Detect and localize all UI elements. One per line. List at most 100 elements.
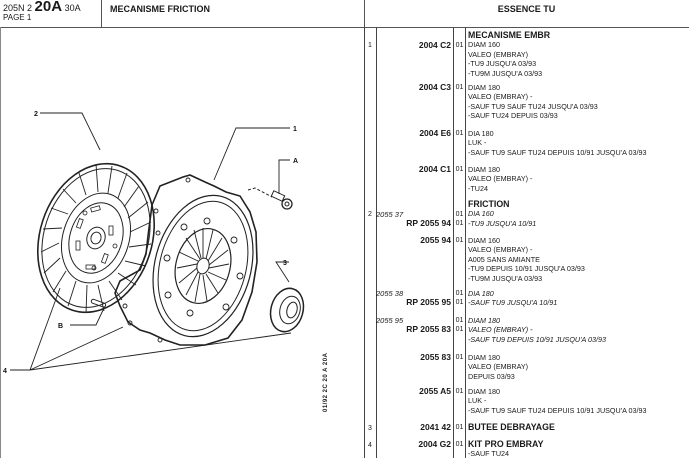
model-group: 20A xyxy=(34,0,63,15)
part-reference: 2004 C3 xyxy=(418,82,451,92)
section-title: MECANISME FRICTION xyxy=(110,4,210,14)
pressure-plate xyxy=(114,174,258,346)
label-3: 3 xyxy=(283,260,287,267)
description-line: A005 SANS AMIANTE xyxy=(468,254,540,264)
item-number: 2 xyxy=(368,211,372,218)
old-part-reference: 2055 38 xyxy=(376,289,404,298)
description-line: DIAM 160 xyxy=(468,40,500,50)
description-line: VALEO (EMBRAY) - xyxy=(468,174,533,184)
description-line: -SAUF TU24 xyxy=(468,449,510,459)
quantity: 01 xyxy=(455,317,464,324)
drawing-reference: 01/92 2C 20 A 20A xyxy=(323,352,329,412)
description-line: VALEO (EMBRAY) - xyxy=(468,92,533,102)
pin xyxy=(90,298,107,308)
part-heading: FRICTION xyxy=(468,199,510,209)
description-line: VALEO (EMBRAY) - xyxy=(468,325,533,335)
quantity: 01 xyxy=(455,42,464,49)
quantity: 01 xyxy=(455,441,464,448)
description-line: DIA 180 xyxy=(468,129,494,138)
bolt xyxy=(247,187,293,210)
column-rule xyxy=(364,27,365,458)
exploded-diagram: 2 1 A 3 B 4 xyxy=(3,111,305,375)
item-number: 1 xyxy=(368,42,372,49)
description-line: DIAM 180 xyxy=(468,83,500,92)
item-number: 4 xyxy=(368,442,372,449)
old-part-reference: 2055 95 xyxy=(376,316,404,325)
release-bearing xyxy=(269,287,305,333)
parts-table: 1 2004 C2 01 MECANISME EMBR DIAM 160 VAL… xyxy=(364,27,689,458)
part-reference: 2055 83 xyxy=(420,352,451,362)
description-line: -TU24 xyxy=(468,183,488,193)
part-reference: 2004 E6 xyxy=(419,128,451,138)
description-line: -TU9M JUSQU'A 03/93 xyxy=(468,68,543,78)
page-header: 205N 2 20A 30A PAGE 1 MECANISME FRICTION… xyxy=(0,0,689,28)
description-line: -SAUF TU9 SAUF TU24 JUSQU'A 03/93 xyxy=(468,101,598,111)
quantity: 01 xyxy=(455,130,464,137)
description-line: VALEO (EMBRAY) xyxy=(468,49,529,59)
description-line: DIAM 180 xyxy=(468,165,500,174)
description-line: -SAUF TU9 SAUF TU24 DEPUIS 10/91 JUSQU'A… xyxy=(468,147,647,157)
description-line: VALEO (EMBRAY) xyxy=(468,362,529,372)
quantity: 01 xyxy=(455,326,464,334)
quantity: 01 xyxy=(455,237,464,244)
part-heading: MECANISME EMBR xyxy=(468,30,551,40)
item-number: 3 xyxy=(368,425,372,432)
description-line: DEPUIS 03/93 xyxy=(468,371,515,381)
page-border xyxy=(0,27,1,458)
label-4: 4 xyxy=(3,368,7,375)
quantity: 01 xyxy=(455,424,464,431)
description-line: DIAM 180 xyxy=(468,353,500,362)
part-reference: 2055 A5 xyxy=(419,386,451,396)
quantity: 01 xyxy=(455,211,464,218)
quantity: 01 xyxy=(455,388,464,395)
description-line: DIA 160 xyxy=(468,209,494,219)
description-line: DIAM 180 xyxy=(468,387,500,396)
description-line: -TU9M JUSQU'A 03/93 xyxy=(468,273,543,283)
quantity: 01 xyxy=(455,84,464,91)
part-reference: 2055 94 xyxy=(420,235,451,245)
description-line: LUK - xyxy=(468,138,487,148)
description-line: -TU9 JUSQU'A 10/91 xyxy=(468,218,537,228)
quantity: 01 xyxy=(455,299,464,307)
description-line: -SAUF TU9 JUSQU'A 10/91 xyxy=(468,298,558,308)
quantity: 01 xyxy=(455,290,464,297)
description-line: LUK - xyxy=(468,396,487,406)
description-line: -TU9 JUSQU'A 03/93 xyxy=(468,59,537,69)
part-reference: 2004 C1 xyxy=(418,164,451,174)
part-reference: 2004 G2 xyxy=(418,439,451,449)
part-heading: BUTEE DEBRAYAGE xyxy=(468,422,555,432)
model-code: 205N 2 20A 30A PAGE 1 xyxy=(3,0,81,23)
part-reference: RP 2055 83 xyxy=(406,324,451,335)
quantity: 01 xyxy=(455,220,464,228)
part-reference: RP 2055 94 xyxy=(406,218,451,229)
label-2: 2 xyxy=(34,111,38,118)
description-line: -SAUF TU9 SAUF TU24 DEPUIS 10/91 JUSQU'A… xyxy=(468,405,647,415)
model-subgroup: 30A xyxy=(64,3,81,13)
part-reference: 2041 42 xyxy=(420,422,451,432)
header-divider xyxy=(364,0,365,27)
description-line: DIAM 160 xyxy=(468,236,500,245)
engine-title: ESSENCE TU xyxy=(497,4,556,14)
part-heading: KIT PRO EMBRAY xyxy=(468,439,544,449)
description-line: -SAUF TU24 DEPUIS 03/93 xyxy=(468,111,558,121)
page-number: PAGE 1 xyxy=(3,13,32,22)
column-rule xyxy=(465,27,466,458)
old-part-reference: 2055 37 xyxy=(376,210,404,219)
part-reference: RP 2055 95 xyxy=(406,297,451,308)
quantity: 01 xyxy=(455,354,464,361)
description-line: VALEO (EMBRAY) - xyxy=(468,245,533,255)
header-divider xyxy=(101,0,102,27)
description-line: DIA 180 xyxy=(468,289,494,298)
model-prefix: 205N 2 xyxy=(3,3,33,13)
label-1: 1 xyxy=(293,126,297,133)
description-line: -SAUF TU9 DEPUIS 10/91 JUSQU'A 03/93 xyxy=(468,334,606,344)
label-a: A xyxy=(293,158,298,165)
description-line: -TU9 DEPUIS 10/91 JUSQU'A 03/93 xyxy=(468,264,585,274)
quantity: 01 xyxy=(455,166,464,173)
clutch-disc xyxy=(36,162,156,314)
column-rule xyxy=(376,27,377,458)
description-line: DIAM 180 xyxy=(468,316,500,325)
label-b: B xyxy=(58,323,63,330)
part-reference: 2004 C2 xyxy=(418,40,451,50)
column-rule xyxy=(453,27,454,458)
